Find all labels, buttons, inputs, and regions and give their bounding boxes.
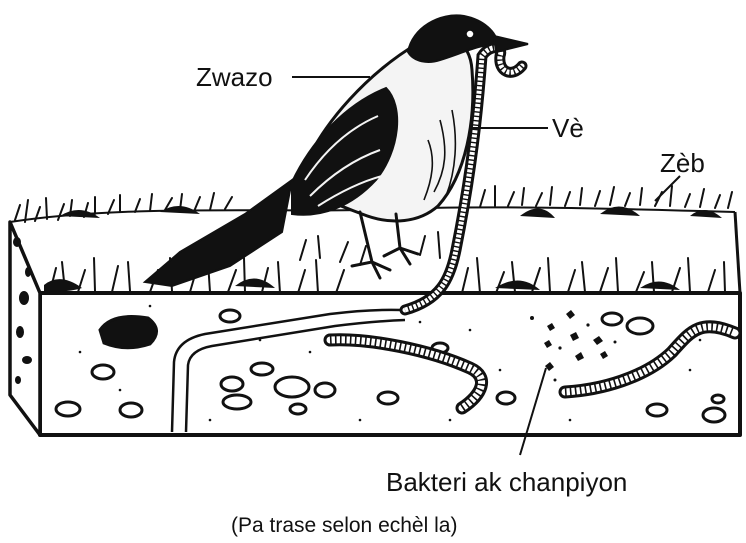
- grass-leader: [655, 176, 680, 201]
- bird-legs: [352, 212, 418, 278]
- bird-beak: [494, 36, 528, 52]
- label-microbes: Bakteri ak chanpiyon: [386, 467, 627, 497]
- bird-tail: [145, 180, 292, 286]
- bird-eye: [466, 30, 474, 38]
- label-worm: Vè: [552, 113, 584, 143]
- label-grass: Zèb: [660, 148, 705, 178]
- caption-not-to-scale: (Pa trase selon echèl la): [231, 514, 457, 537]
- label-bird: Zwazo: [196, 62, 273, 92]
